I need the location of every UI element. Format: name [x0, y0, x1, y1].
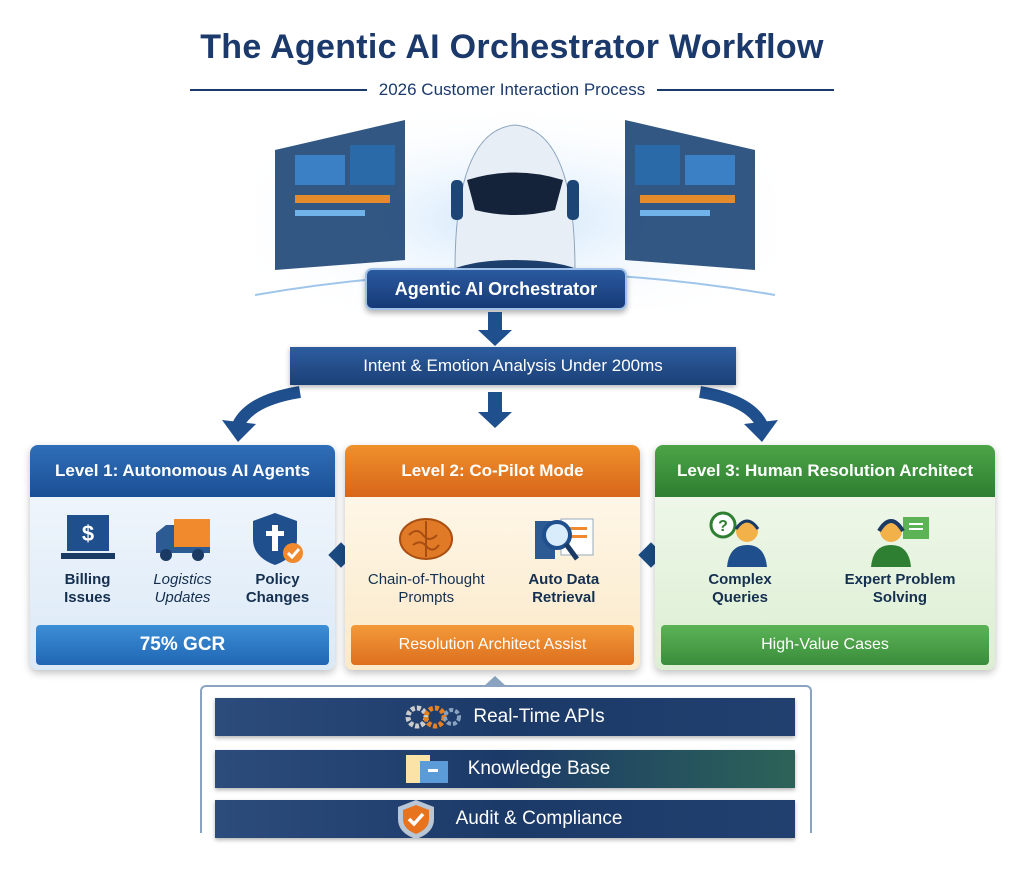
- truck-icon: [155, 519, 210, 561]
- level-2-panel: Level 2: Co-Pilot Mode Chain-of-Thought …: [345, 445, 640, 670]
- dollar-laptop-icon: $: [60, 515, 115, 559]
- level-1-footer: 75% GCR: [36, 625, 329, 665]
- svg-text:?: ?: [718, 518, 728, 535]
- arrow-left-curve-icon: [232, 386, 302, 428]
- list-item: Chain-of-Thought Prompts: [366, 511, 486, 607]
- divider: [190, 89, 367, 91]
- list-item: Auto Data Retrieval: [509, 511, 619, 607]
- page-title: The Agentic AI Orchestrator Workflow: [200, 28, 824, 66]
- list-item: Expert Problem Solving: [835, 511, 965, 607]
- list-item: Policy Changes: [233, 511, 323, 607]
- subtitle: 2026 Customer Interaction Process: [378, 80, 646, 99]
- level-2-title: Level 2: Co-Pilot Mode: [345, 445, 640, 497]
- shield-check-icon: [252, 513, 303, 565]
- magnifier-document-icon: [534, 518, 594, 561]
- gears-icon: [405, 705, 462, 729]
- layer-audit-compliance: Audit & Compliance: [215, 800, 795, 839]
- shield-check-icon: [397, 800, 434, 839]
- layer-knowledge-base: Knowledge Base: [215, 750, 795, 788]
- level-3-footer: High-Value Cases: [661, 625, 989, 665]
- agent-question-icon: ?: [709, 511, 767, 567]
- svg-text:$: $: [81, 521, 93, 546]
- level-1-title: Level 1: Autonomous AI Agents: [30, 445, 335, 497]
- list-item: $ Billing Issues: [43, 511, 133, 607]
- layer-real-time-apis: Real-Time APIs: [215, 698, 795, 736]
- data-screens-icon: [255, 120, 775, 296]
- list-item: ? Complex Queries: [685, 511, 795, 607]
- orchestrator-label: Agentic AI Orchestrator: [365, 268, 627, 310]
- list-item: Logistics Updates: [138, 511, 228, 607]
- folders-icon: [405, 755, 448, 783]
- arrow-down-icon: [478, 312, 512, 346]
- intent-analysis-bar: Intent & Emotion Analysis Under 200ms: [290, 347, 736, 385]
- arrow-down-icon: [478, 392, 512, 428]
- level-1-panel: Level 1: Autonomous AI Agents $ Billing …: [30, 445, 335, 670]
- brain-icon: [399, 518, 454, 560]
- infrastructure-bracket: [200, 685, 812, 833]
- subtitle-row: 2026 Customer Interaction Process: [190, 80, 834, 100]
- level-3-title: Level 3: Human Resolution Architect: [655, 445, 995, 497]
- divider: [657, 89, 834, 91]
- agent-headset-icon: [871, 517, 929, 567]
- arrow-right-curve-icon: [698, 386, 768, 428]
- level-3-panel: Level 3: Human Resolution Architect ? Co…: [655, 445, 995, 670]
- level-2-footer: Resolution Architect Assist: [351, 625, 634, 665]
